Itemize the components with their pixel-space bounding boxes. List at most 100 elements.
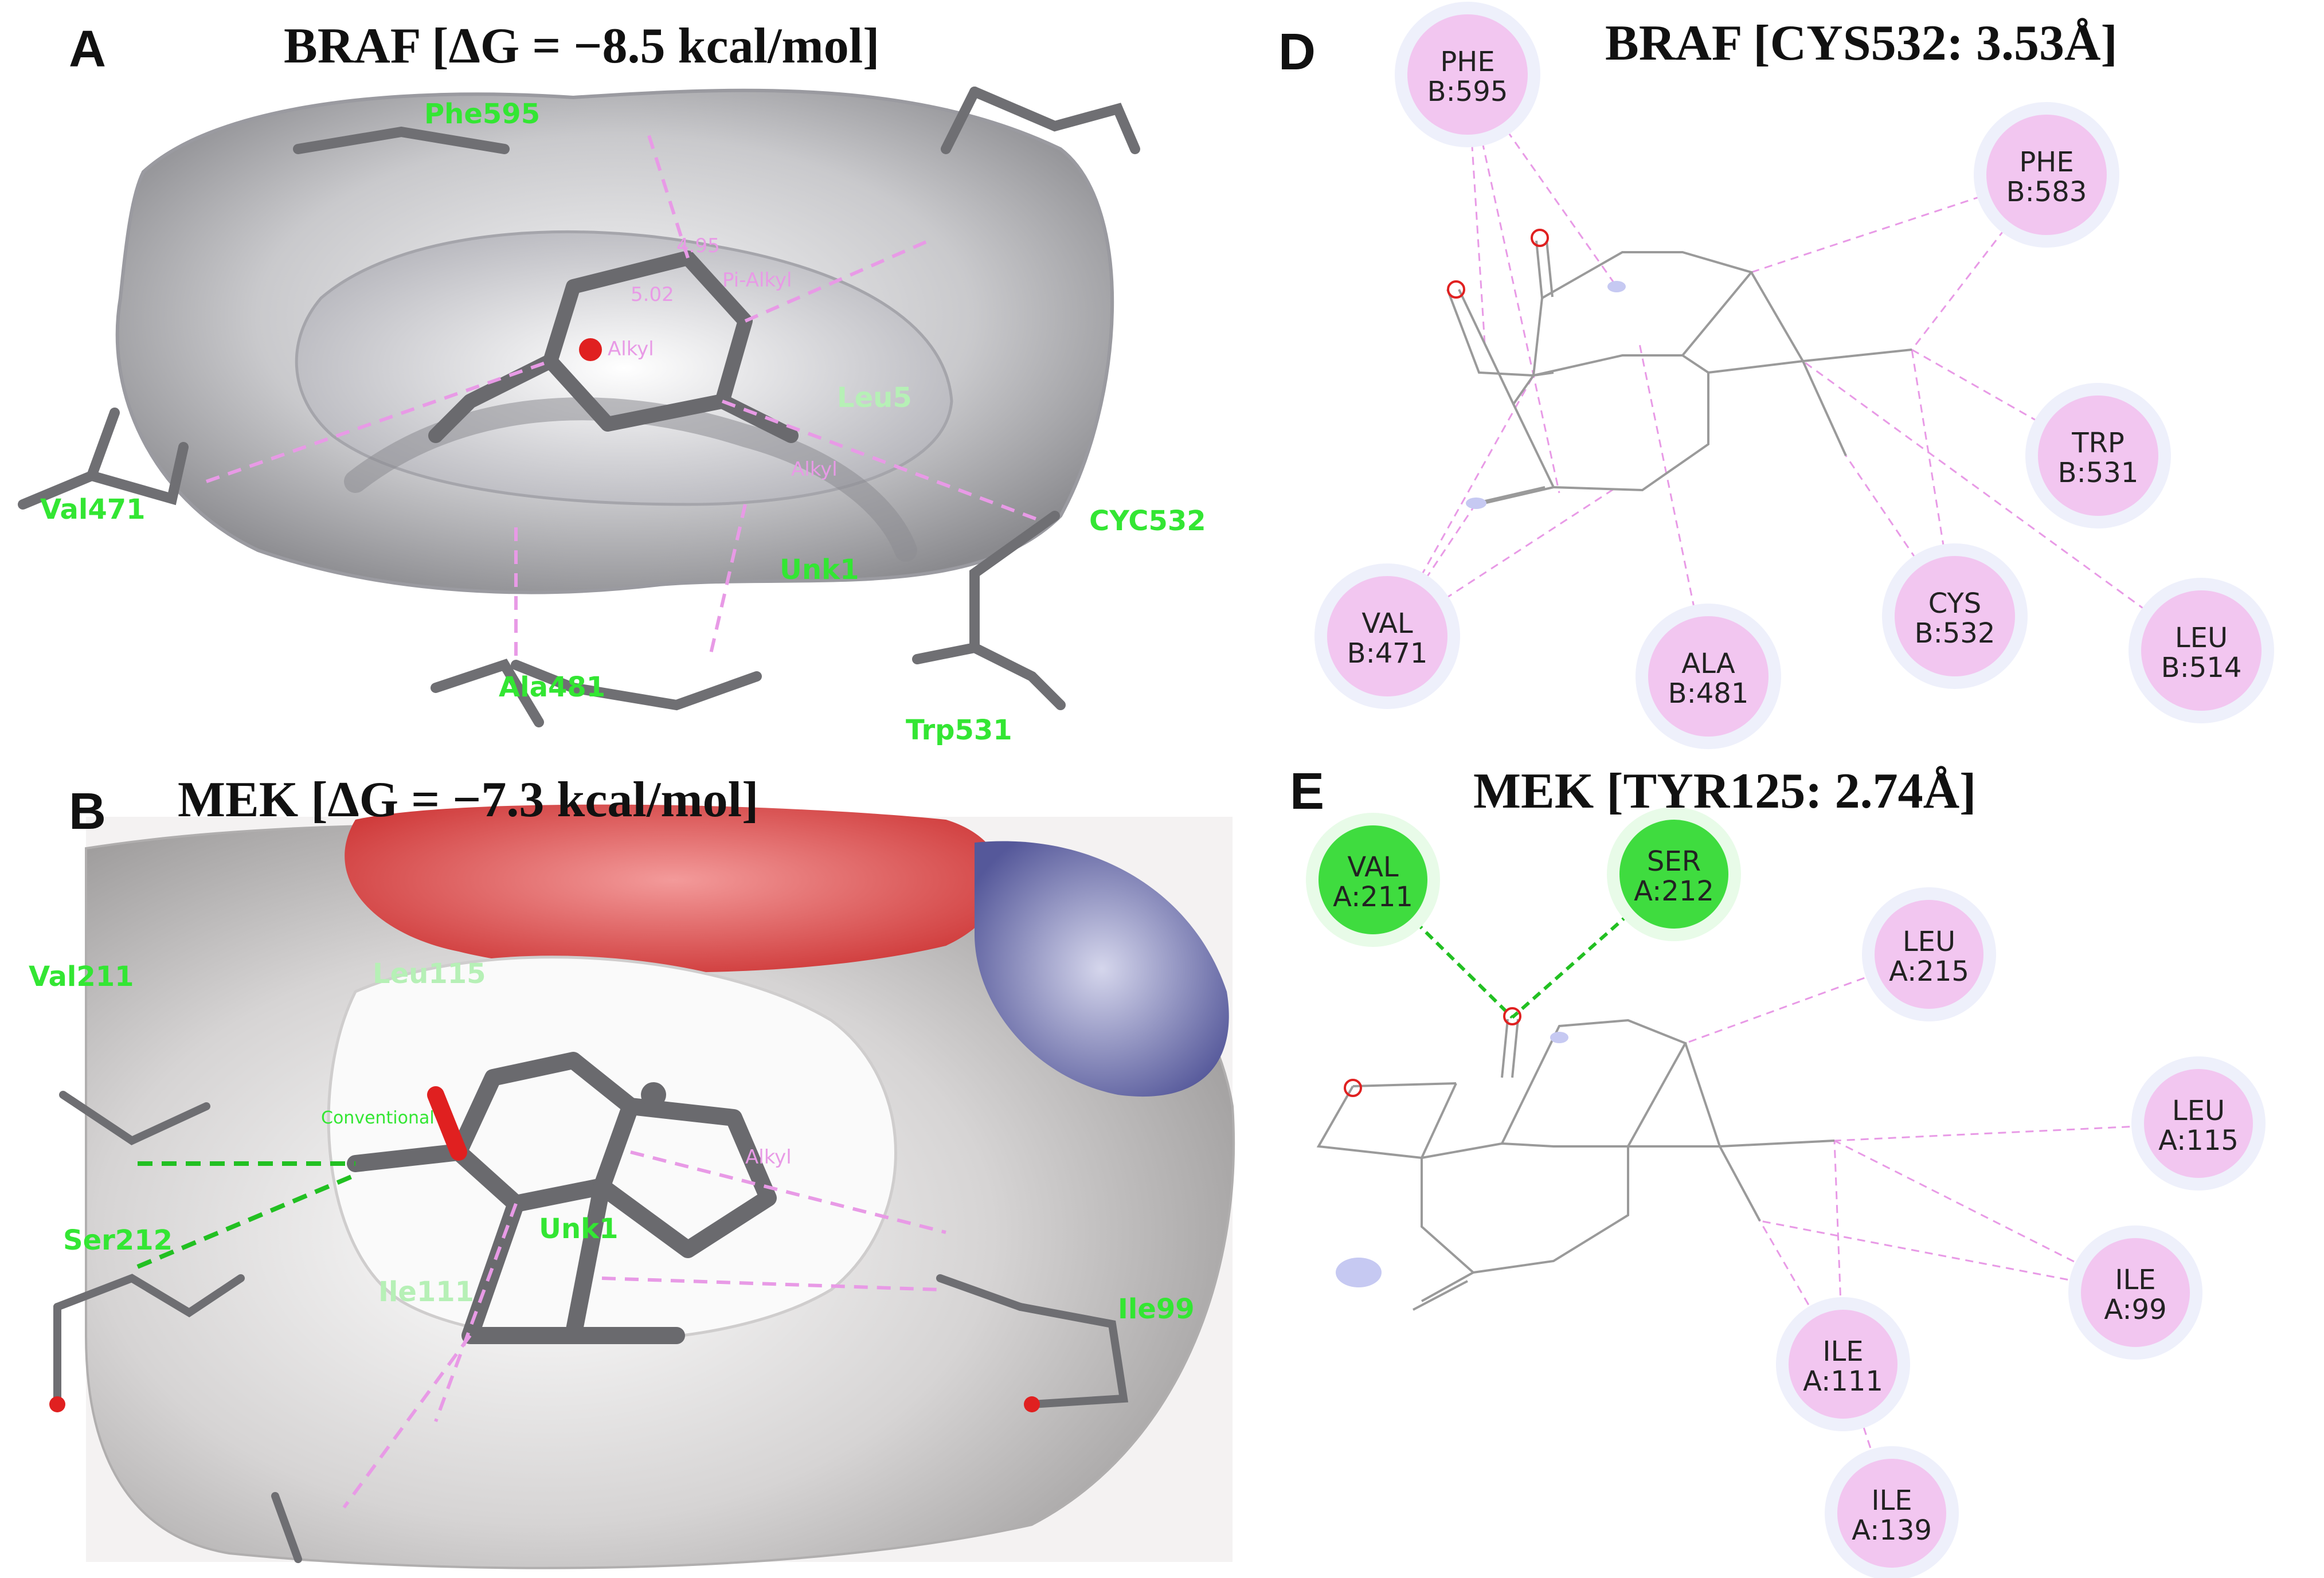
- mek-carbonyl-atom: [641, 1082, 666, 1107]
- label-ala481: Ala481: [499, 671, 605, 703]
- residue-id: A:99: [2104, 1294, 2166, 1326]
- mek-alkyl-lines: [342, 1150, 946, 1509]
- interaction-line-phe-b-583: [1911, 174, 2048, 350]
- label-ile99: Ile99: [1118, 1293, 1195, 1325]
- braf-interaction-lines: [206, 131, 1044, 665]
- residue-disc: [2141, 590, 2262, 711]
- residue-id: A:215: [1889, 956, 1969, 988]
- label-hbond: Conventional: [321, 1108, 435, 1128]
- residue-name: SER: [1647, 845, 1701, 878]
- label-unk1-b: Unk1: [539, 1213, 618, 1245]
- panel-a-render: Phe595 Val471 CYC532 Unk1 Ala481 Trp531 …: [18, 87, 1204, 746]
- residue-name: ILE: [1822, 1336, 1863, 1368]
- residue-disc: [1648, 616, 1769, 737]
- residue-name: CYS: [1928, 588, 1981, 620]
- residue-disc: [2081, 1238, 2190, 1347]
- panel-d-letter: D: [1278, 24, 1316, 81]
- residue-name: ILE: [1871, 1485, 1912, 1517]
- residue-disc: [1875, 900, 1983, 1009]
- residue-id: B:471: [1347, 637, 1428, 669]
- d-halo-carbon: [1607, 281, 1626, 292]
- label-dist-2: 4.95: [676, 234, 720, 257]
- residue-name: ALA: [1681, 648, 1735, 680]
- label-leu115: Leu115: [373, 958, 486, 990]
- residue-disc: [1319, 825, 1427, 934]
- d-halo-methylene: [1466, 498, 1486, 509]
- residue-disc: [1327, 576, 1447, 696]
- residue-name: VAL: [1347, 851, 1399, 883]
- residue-id: A:111: [1803, 1365, 1883, 1397]
- braf-residue-sticks: [18, 87, 1140, 727]
- d-carbonyl-oxygen: [1531, 229, 1549, 247]
- panel-a-title: BRAF [ΔG = −8.5 kcal/mol]: [284, 18, 880, 74]
- mek-oxygen-2: [1024, 1396, 1040, 1412]
- panel-b-render: Val211 Ser212 Unk1 Ile99 Leu115 Ile111 C…: [29, 804, 1235, 1569]
- residue-disc: [1895, 556, 2015, 676]
- residue-id: A:115: [2158, 1125, 2239, 1157]
- e-carbonyl-oxygen: [1503, 1007, 1521, 1025]
- label-unk1: Unk1: [780, 554, 859, 586]
- label-ile111: Ile111: [378, 1276, 474, 1308]
- residue-disc: [1789, 1310, 1897, 1419]
- panel-e-title: MEK [TYR125: 2.74Å]: [1473, 763, 1977, 819]
- label-phe595: Phe595: [424, 98, 540, 130]
- label-cyc532: CYC532: [1089, 505, 1204, 537]
- panel-a: Phe595 Val471 CYC532 Unk1 Ala481 Trp531 …: [0, 0, 1204, 751]
- label-alkyl-2: Pi-Alkyl: [722, 269, 792, 292]
- residue-id: B:531: [2058, 457, 2139, 489]
- label-ser212: Ser212: [63, 1224, 173, 1256]
- braf-oxygen: [579, 338, 602, 361]
- panel-e-interaction-lines: [1371, 872, 2199, 1514]
- residue-name: PHE: [2019, 146, 2073, 178]
- residue-disc: [2038, 396, 2158, 516]
- panel-b-title: MEK [ΔG = −7.3 kcal/mol]: [178, 772, 759, 828]
- label-val211: Val211: [29, 961, 134, 993]
- e-halo-methylene: [1336, 1258, 1382, 1287]
- panel-e-diagram: VALA:211SERA:212LEUA:215LEUA:115ILEA:99I…: [1306, 807, 2266, 1578]
- label-leu: Leu5: [837, 382, 912, 414]
- panel-e-letter: E: [1290, 763, 1325, 820]
- mek-red-region: [345, 804, 1002, 973]
- braf-ligand-2d: [1446, 240, 1912, 506]
- panel-b: Val211 Ser212 Unk1 Ile99 Leu115 Ile111 C…: [0, 762, 1261, 1578]
- e-ring-oxygen: [1344, 1079, 1362, 1097]
- label-alkyl-3: Alkyl: [791, 458, 838, 481]
- panel-e-residues: VALA:211SERA:212LEUA:215LEUA:115ILEA:99I…: [1306, 807, 2266, 1578]
- interaction-line-phe-b-583: [1751, 174, 2047, 273]
- mek-residue-sticks: [53, 1091, 1129, 1563]
- mek-carbonyl-oxygen: [427, 1086, 467, 1161]
- interaction-line-val-b-471: [1386, 375, 1535, 637]
- residue-name: LEU: [1903, 926, 1955, 958]
- residue-disc: [1619, 820, 1728, 929]
- residue-id: A:139: [1852, 1514, 1932, 1546]
- label-val471: Val471: [40, 494, 146, 526]
- mek-oxygen-1: [49, 1396, 65, 1412]
- residue-disc: [1407, 14, 1528, 135]
- label-alkyl-b: Alkyl: [745, 1146, 792, 1169]
- residue-name: ILE: [2115, 1264, 2155, 1296]
- residue-id: B:583: [2006, 176, 2087, 208]
- residue-name: TRP: [2071, 427, 2125, 459]
- residue-name: PHE: [1440, 46, 1494, 78]
- mek-blue-region: [975, 841, 1229, 1097]
- panel-b-letter: B: [69, 783, 106, 840]
- panel-a-letter: A: [69, 21, 106, 78]
- mek-ligand-2d: [1316, 1019, 1835, 1311]
- d-ring-oxygen: [1447, 280, 1465, 299]
- residue-name: VAL: [1361, 608, 1413, 640]
- label-alkyl-1: Alkyl: [608, 338, 654, 361]
- residue-id: A:212: [1634, 875, 1714, 907]
